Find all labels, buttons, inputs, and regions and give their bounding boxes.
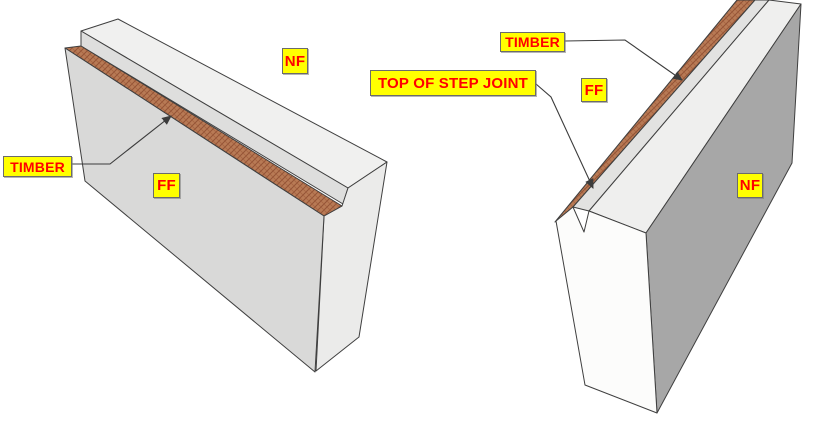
label-ff-left[interactable]: FF bbox=[153, 173, 180, 198]
top-of-step-joint-leader-line bbox=[535, 83, 594, 189]
timber-left-leader-line bbox=[72, 115, 172, 165]
right-wall-view bbox=[554, 0, 802, 414]
right-wall-step-riser-face[interactable] bbox=[572, 0, 770, 212]
leader-lines bbox=[72, 39, 683, 189]
label-ff-right[interactable]: FF bbox=[581, 78, 607, 102]
label-top-of-step-joint[interactable]: TOP OF STEP JOINT bbox=[370, 70, 536, 96]
label-timber-right[interactable]: TIMBER bbox=[500, 32, 565, 52]
label-nf-left[interactable]: NF bbox=[282, 48, 308, 74]
left-wall-front-face[interactable] bbox=[64, 47, 325, 373]
label-nf-right[interactable]: NF bbox=[737, 173, 763, 198]
left-wall-view bbox=[64, 18, 388, 373]
right-wall-end-face-step-profile[interactable] bbox=[555, 206, 658, 414]
timber-right-leader-line bbox=[564, 39, 683, 81]
label-timber-left[interactable]: TIMBER bbox=[3, 156, 72, 177]
